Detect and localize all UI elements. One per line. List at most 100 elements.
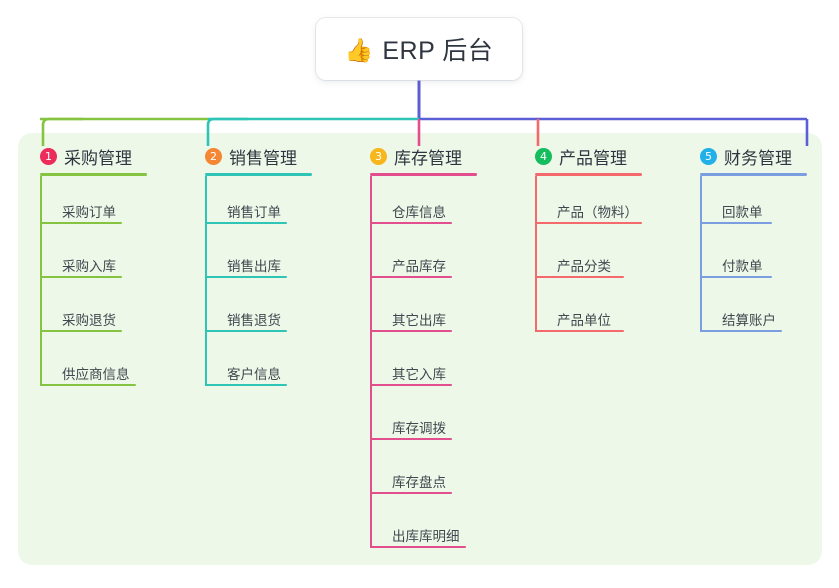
branch-item-underline: [205, 276, 287, 278]
root-node[interactable]: 👍 ERP 后台: [316, 18, 522, 80]
branch-item-label: 回款单: [722, 205, 763, 220]
branch-header-underline: [205, 173, 312, 176]
branch-title: 采购管理: [64, 148, 132, 168]
branch-item-label: 库存调拨: [392, 421, 446, 436]
branch-item-underline: [700, 222, 772, 224]
branch-item-list: 回款单付款单结算账户: [700, 176, 807, 338]
branch-item[interactable]: 销售订单: [205, 176, 312, 230]
branch-header-4[interactable]: 4 产品管理: [535, 143, 642, 169]
branch-item-list: 产品（物料） 产品分类产品单位: [535, 176, 642, 338]
branch-spine: [535, 176, 537, 332]
branch-number-badge: 2: [205, 147, 222, 165]
branch-title: 产品管理: [559, 148, 627, 168]
branch-item-underline: [40, 330, 122, 332]
branch-item-label: 采购入库: [62, 259, 116, 274]
branch-item[interactable]: 销售退货: [205, 284, 312, 338]
thumbs-up-icon: 👍: [344, 36, 374, 63]
branch-item-label: 仓库信息: [392, 205, 446, 220]
branch-spine: [40, 176, 42, 386]
branch-header-underline: [700, 173, 807, 176]
branch-item[interactable]: 客户信息: [205, 338, 312, 392]
branch-item-label: 销售订单: [227, 205, 281, 220]
branch-item[interactable]: 采购订单: [40, 176, 147, 230]
branch-item[interactable]: 采购退货: [40, 284, 147, 338]
branch-item-label: 产品单位: [557, 313, 611, 328]
branch-item-underline: [40, 384, 136, 386]
branch-item[interactable]: 库存调拨: [370, 392, 477, 446]
branch-item[interactable]: 其它入库: [370, 338, 477, 392]
root-node-content: 👍 ERP 后台: [345, 31, 494, 67]
branch-item-label: 其它出库: [392, 313, 446, 328]
branch-item-underline: [40, 222, 122, 224]
branch-item-list: 销售订单销售出库销售退货客户信息: [205, 176, 312, 392]
branch-item-underline: [535, 222, 642, 224]
branch-item-label: 销售出库: [227, 259, 281, 274]
branch-item-label: 产品（物料）: [557, 205, 638, 220]
branch-number-badge: 1: [40, 147, 57, 165]
branch-item-label: 库存盘点: [392, 475, 446, 490]
branch-item-underline: [40, 276, 122, 278]
branch-number-badge: 5: [700, 147, 717, 165]
branch-column-4: 4 产品管理产品（物料） 产品分类产品单位: [535, 143, 642, 338]
branch-item-underline: [205, 384, 287, 386]
page-title: ERP 后台: [382, 37, 494, 65]
branch-header-2[interactable]: 2 销售管理: [205, 143, 312, 169]
branch-item[interactable]: 销售出库: [205, 230, 312, 284]
branch-item[interactable]: 供应商信息: [40, 338, 147, 392]
branch-item[interactable]: 回款单: [700, 176, 807, 230]
branch-item-underline: [700, 330, 782, 332]
branch-item-label: 采购订单: [62, 205, 116, 220]
branch-spine: [370, 176, 372, 548]
branch-item[interactable]: 产品单位: [535, 284, 642, 338]
branch-item-label: 销售退货: [227, 313, 281, 328]
branch-item[interactable]: 产品库存: [370, 230, 477, 284]
branch-header-5[interactable]: 5 财务管理: [700, 143, 807, 169]
branch-item-underline: [535, 330, 624, 332]
branch-item[interactable]: 库存盘点: [370, 446, 477, 500]
branch-column-5: 5 财务管理回款单付款单结算账户: [700, 143, 807, 338]
branch-header-3[interactable]: 3 库存管理: [370, 143, 477, 169]
branch-item-label: 供应商信息: [62, 367, 130, 382]
branch-item-underline: [205, 222, 287, 224]
branch-item-underline: [370, 330, 452, 332]
branch-item-label: 采购退货: [62, 313, 116, 328]
branch-item-label: 其它入库: [392, 367, 446, 382]
branch-item[interactable]: 结算账户: [700, 284, 807, 338]
branch-item-underline: [370, 276, 452, 278]
branch-item-label: 结算账户: [722, 313, 776, 328]
branch-item-underline: [370, 384, 452, 386]
branch-item-underline: [370, 492, 452, 494]
branch-item-label: 产品库存: [392, 259, 446, 274]
branch-spine: [700, 176, 702, 332]
branch-item-underline: [370, 546, 466, 548]
branch-item-underline: [205, 330, 287, 332]
branch-item-underline: [535, 276, 624, 278]
branch-item-label: 付款单: [722, 259, 763, 274]
branch-header-1[interactable]: 1 采购管理: [40, 143, 147, 169]
branch-item-list: 采购订单采购入库采购退货供应商信息: [40, 176, 147, 392]
branch-title: 销售管理: [229, 148, 297, 168]
branch-header-underline: [535, 173, 642, 176]
branch-title: 库存管理: [394, 148, 462, 168]
branch-spine: [205, 176, 207, 386]
branch-item[interactable]: 产品（物料）: [535, 176, 642, 230]
branch-header-underline: [40, 173, 147, 176]
branch-item-list: 仓库信息产品库存其它出库其它入库库存调拨库存盘点出库库明细: [370, 176, 477, 554]
branch-item[interactable]: 出库库明细: [370, 500, 477, 554]
branch-item[interactable]: 其它出库: [370, 284, 477, 338]
branch-column-2: 2 销售管理销售订单销售出库销售退货客户信息: [205, 143, 312, 392]
branch-header-underline: [370, 173, 477, 176]
branch-item-label: 出库库明细: [392, 529, 460, 544]
branch-column-1: 1 采购管理采购订单采购入库采购退货供应商信息: [40, 143, 147, 392]
branch-item[interactable]: 仓库信息: [370, 176, 477, 230]
branch-number-badge: 3: [370, 147, 387, 165]
branch-item-underline: [370, 222, 452, 224]
branch-column-3: 3 库存管理仓库信息产品库存其它出库其它入库库存调拨库存盘点出库库明细: [370, 143, 477, 554]
branch-number-badge: 4: [535, 147, 552, 165]
branch-item[interactable]: 付款单: [700, 230, 807, 284]
branch-item[interactable]: 采购入库: [40, 230, 147, 284]
branch-title: 财务管理: [724, 148, 792, 168]
branch-item-label: 产品分类: [557, 259, 611, 274]
branch-item[interactable]: 产品分类: [535, 230, 642, 284]
